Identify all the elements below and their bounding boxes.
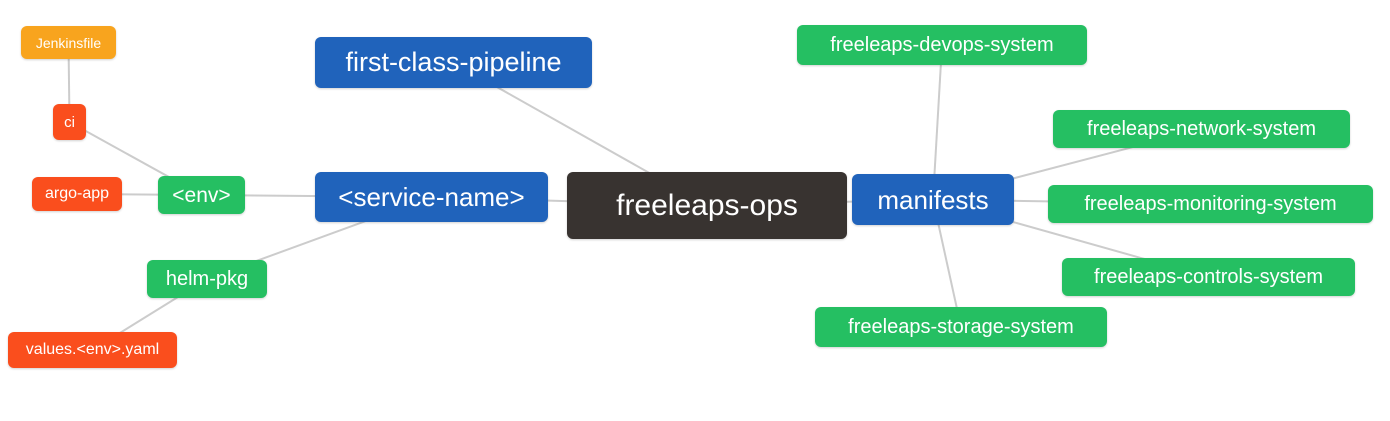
node-argo-app[interactable]: argo-app xyxy=(32,177,122,211)
node-freeleaps-ops[interactable]: freeleaps-ops xyxy=(567,172,847,239)
node-ci[interactable]: ci xyxy=(53,104,86,140)
node-freeleaps-storage-system[interactable]: freeleaps-storage-system xyxy=(815,307,1107,347)
node-manifests[interactable]: manifests xyxy=(852,174,1014,225)
node-first-class-pipeline[interactable]: first-class-pipeline xyxy=(315,37,592,88)
node-freeleaps-devops-system[interactable]: freeleaps-devops-system xyxy=(797,25,1087,65)
node-jenkinsfile[interactable]: Jenkinsfile xyxy=(21,26,116,59)
node-env[interactable]: <env> xyxy=(158,176,245,214)
node-service-name[interactable]: <service-name> xyxy=(315,172,548,222)
node-freeleaps-network-system[interactable]: freeleaps-network-system xyxy=(1053,110,1350,148)
node-values-env-yaml[interactable]: values.<env>.yaml xyxy=(8,332,177,368)
node-freeleaps-monitoring-system[interactable]: freeleaps-monitoring-system xyxy=(1048,185,1373,223)
node-freeleaps-controls-system[interactable]: freeleaps-controls-system xyxy=(1062,258,1355,296)
node-helm-pkg[interactable]: helm-pkg xyxy=(147,260,267,298)
edge-manifests-freeleaps-devops-system xyxy=(932,44,943,200)
